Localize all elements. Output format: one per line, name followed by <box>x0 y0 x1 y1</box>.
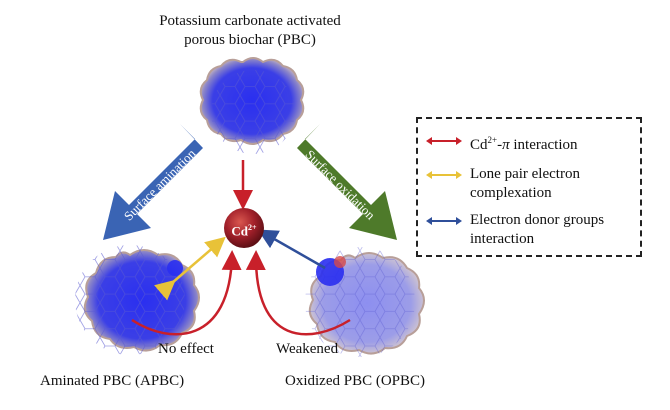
red-arrow-apbc-curve <box>131 250 242 336</box>
oxidized-pbc-label: Oxidized PBC (OPBC) <box>285 373 426 389</box>
yellow-arrow <box>154 236 226 301</box>
cd-ion-label: Cd2+ <box>231 223 257 239</box>
pbc-blob <box>199 57 305 154</box>
title-line2: porous biochar (PBC) <box>184 32 316 48</box>
legend-text-donor-1: Electron donor groups <box>470 212 605 228</box>
aminated-pbc-label: Aminated PBC (APBC) <box>40 373 185 389</box>
weakened-label: Weakened <box>276 341 339 357</box>
blue-arrow <box>257 229 326 270</box>
title-line1: Potassium carbonate activated <box>159 13 341 29</box>
red-double-arrow-icon <box>426 137 462 145</box>
cd-ion <box>224 208 264 248</box>
apbc-blob <box>75 245 200 355</box>
legend: Cd2+-π interaction Lone pair electron co… <box>416 117 642 257</box>
surface-amination-arrow <box>103 124 203 240</box>
yellow-double-arrow-icon <box>426 171 462 179</box>
legend-text-lone-pair-1: Lone pair electron <box>470 166 580 182</box>
legend-text-donor-2: interaction <box>470 231 535 247</box>
red-arrow-opbc-curve <box>245 250 351 336</box>
no-effect-label: No effect <box>158 341 214 357</box>
legend-text-lone-pair-2: complexation <box>470 185 552 201</box>
opbc-blob <box>305 247 425 357</box>
legend-text-cd-pi: Cd2+-π interaction <box>470 135 578 153</box>
surface-oxidation-arrow <box>297 124 397 240</box>
blue-double-arrow-icon <box>426 217 462 225</box>
